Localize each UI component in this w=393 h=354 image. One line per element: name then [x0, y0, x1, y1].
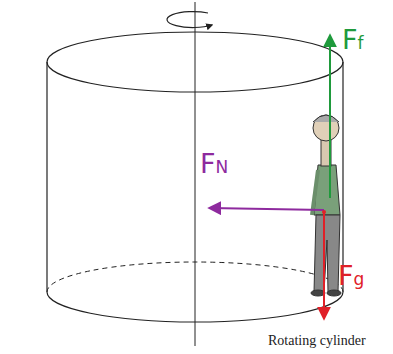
gravity-force-arrow: [323, 213, 325, 318]
friction-force-arrow: [329, 36, 331, 198]
gravity-force-label: Fg: [338, 262, 364, 289]
cylinder-bottom-front: [47, 292, 343, 322]
rotation-arrow: [167, 12, 212, 28]
figure-caption: Rotating cylinder: [268, 334, 366, 348]
cylinder-bottom-back: [47, 262, 343, 292]
normal-force-arrow: [210, 208, 324, 210]
person: [311, 115, 341, 296]
cylinder-side: [342, 62, 343, 292]
rotation-axis: [195, 2, 196, 346]
normal-force-label: FN: [200, 150, 228, 177]
cylinder-top: [47, 32, 343, 92]
friction-force-label: Ff: [342, 26, 364, 53]
cylinder-side: [46, 62, 47, 292]
